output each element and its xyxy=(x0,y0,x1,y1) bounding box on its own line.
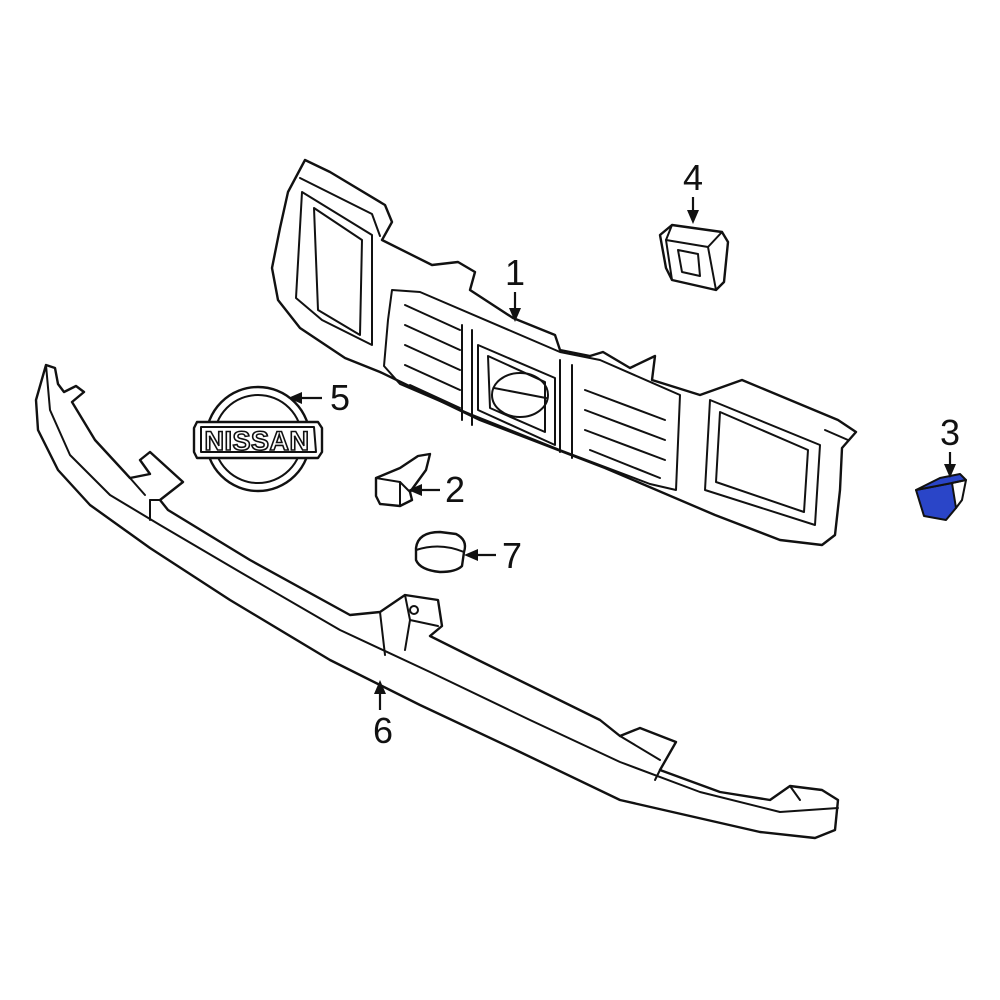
part-7-cap[interactable] xyxy=(414,530,467,574)
part-3-clip[interactable] xyxy=(915,473,967,521)
part-4-bracket[interactable] xyxy=(658,223,730,292)
callout-label-3: 3 xyxy=(940,412,960,453)
callout-arrowhead-5 xyxy=(288,392,302,404)
part-2-retainer[interactable] xyxy=(374,452,432,508)
emblem-text: NISSAN xyxy=(204,426,309,456)
callout-arrowhead-4 xyxy=(687,210,699,224)
callout-arrowhead-7 xyxy=(464,549,478,561)
callout-1: 1 xyxy=(505,252,525,322)
part-5-emblem[interactable]: NISSAN xyxy=(192,385,324,493)
callout-label-2: 2 xyxy=(445,469,465,510)
callout-5: 5 xyxy=(288,377,350,418)
callout-3: 3 xyxy=(940,412,960,478)
callout-label-5: 5 xyxy=(330,377,350,418)
callout-label-1: 1 xyxy=(505,252,525,293)
callout-arrowhead-1 xyxy=(509,308,521,322)
callout-6: 6 xyxy=(373,680,393,751)
part-6-valance[interactable] xyxy=(34,363,840,840)
callout-label-4: 4 xyxy=(683,157,703,198)
callout-label-7: 7 xyxy=(502,535,522,576)
callout-label-6: 6 xyxy=(373,710,393,751)
callout-7: 7 xyxy=(464,535,522,576)
callout-arrowhead-3 xyxy=(944,464,956,478)
part-1-grille[interactable] xyxy=(270,158,858,547)
callout-4: 4 xyxy=(683,157,703,224)
callout-2: 2 xyxy=(408,469,465,510)
callout-arrowhead-2 xyxy=(408,484,422,496)
callout-arrowhead-6 xyxy=(374,680,386,694)
